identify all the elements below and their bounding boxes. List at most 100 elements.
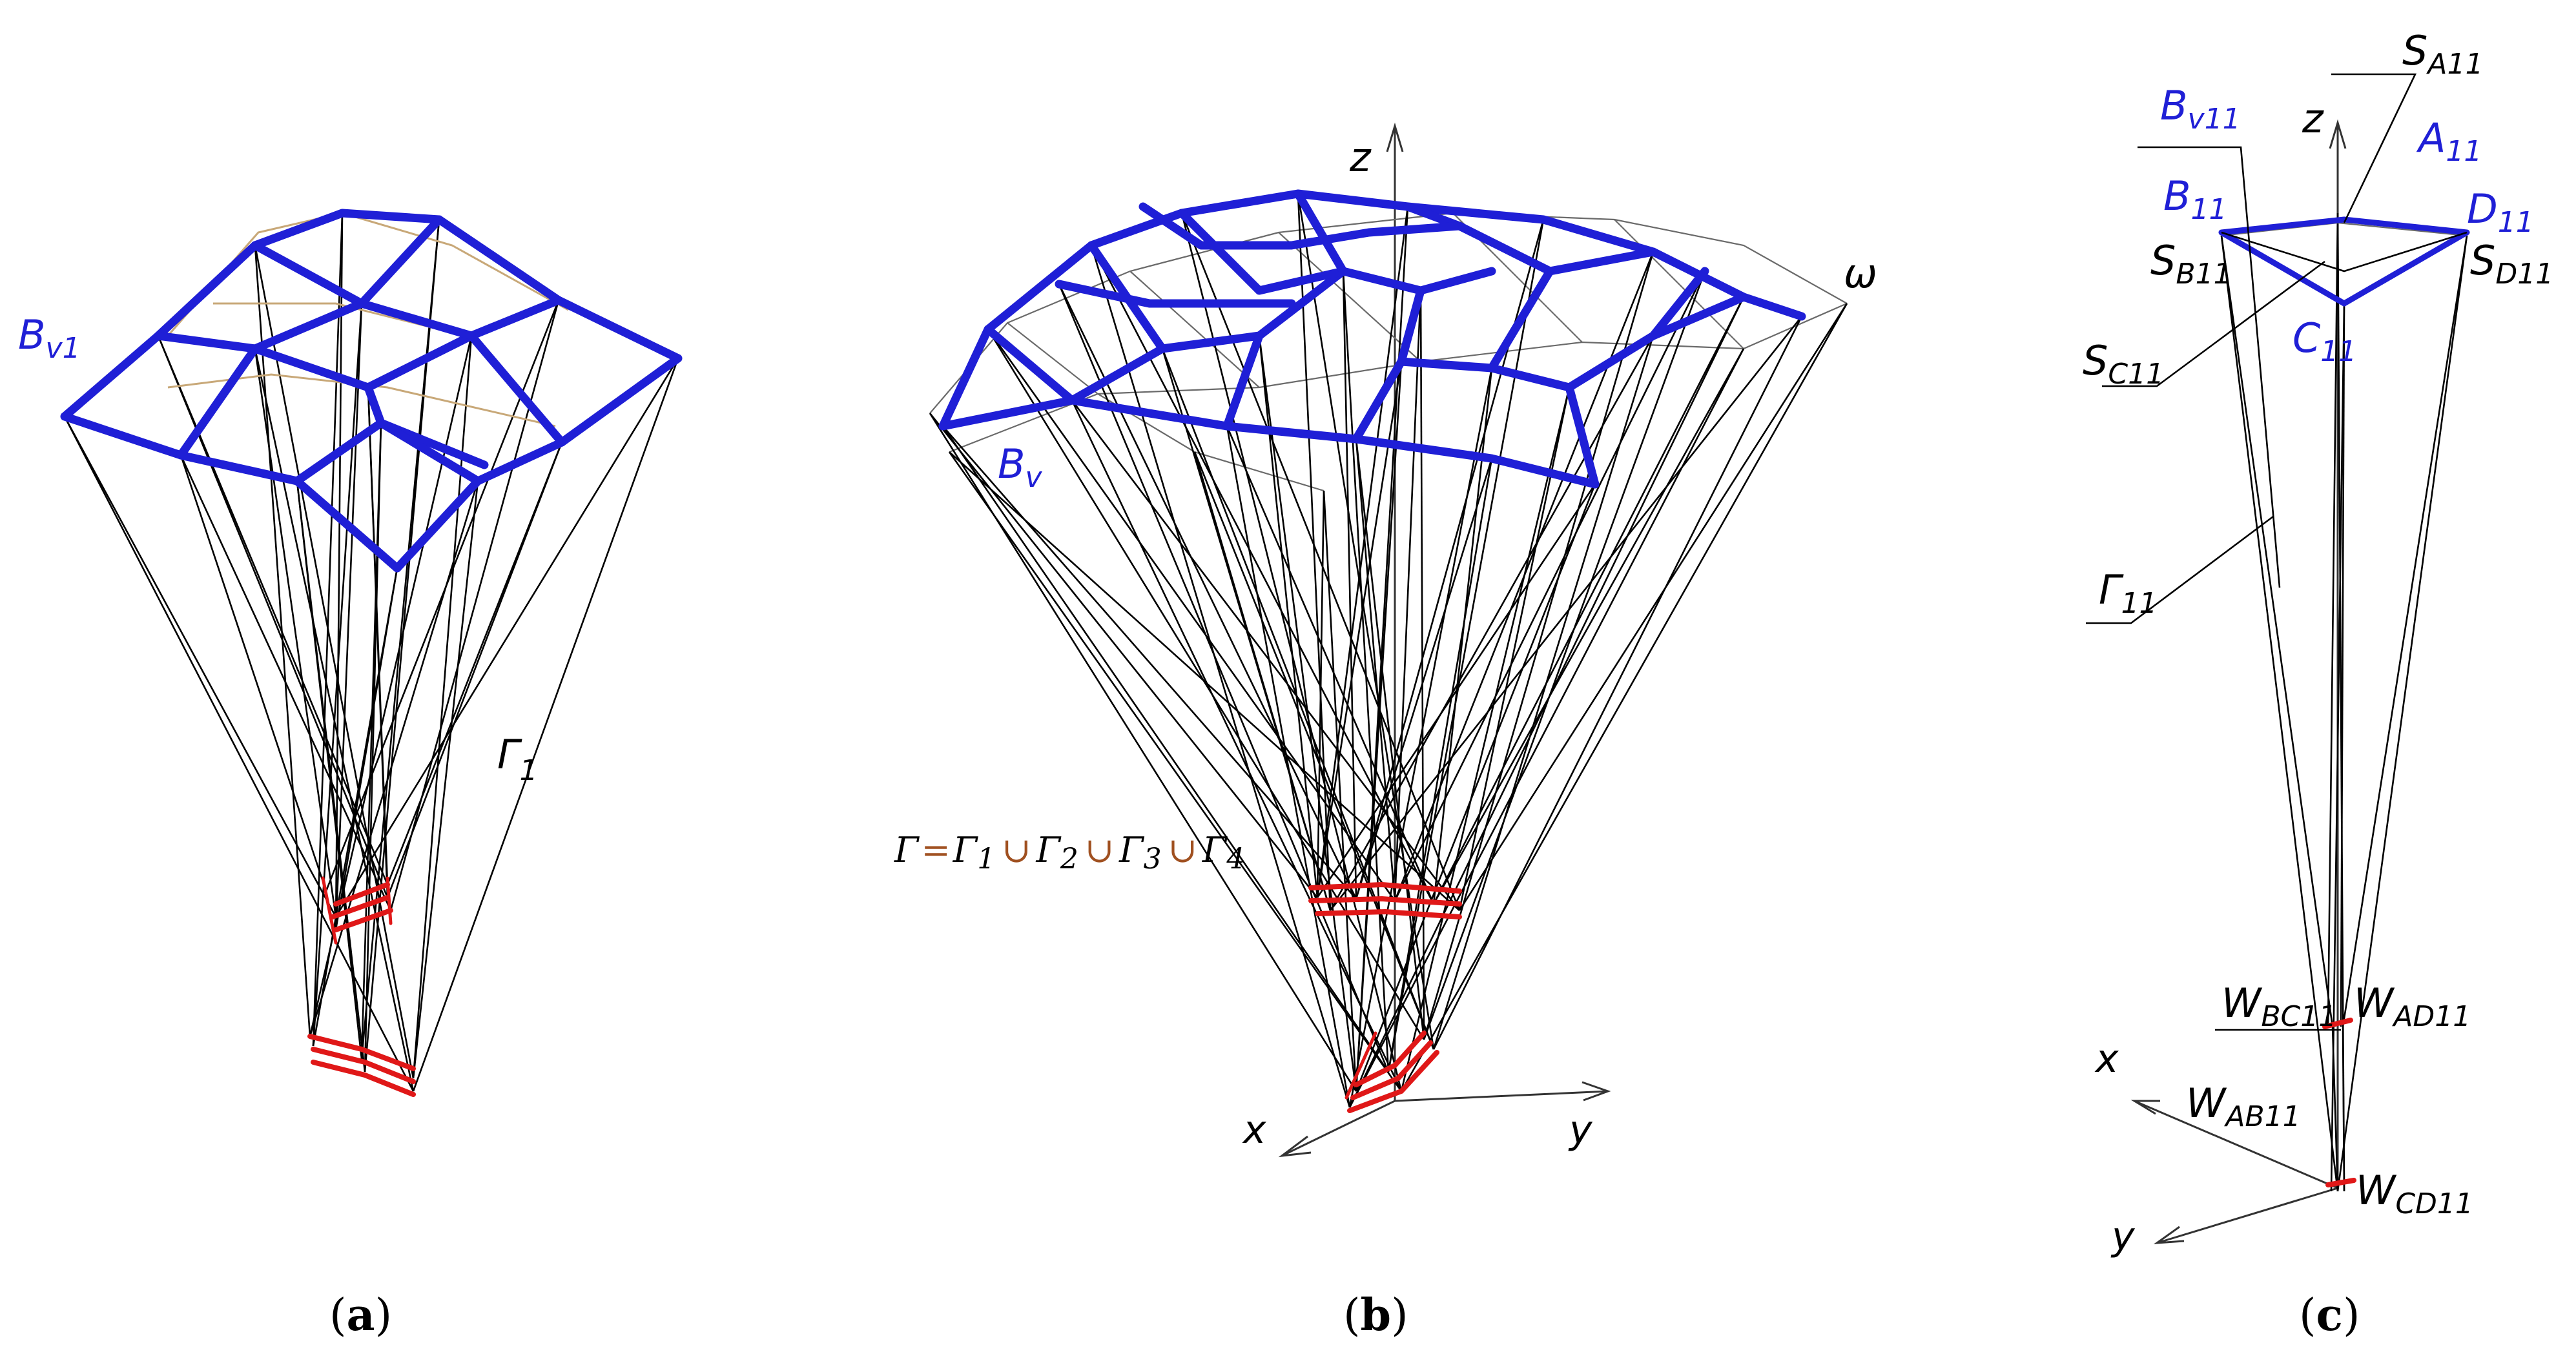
panel-b-suspension-lines: [929, 193, 1848, 1108]
panel-b-axis-y: y: [1568, 1107, 1593, 1153]
panel-b-axis-x: x: [1242, 1107, 1266, 1153]
panel-c-label-wbc11: WBC11: [2221, 980, 2336, 1033]
panel-c-axis-x: x: [2094, 1036, 2119, 1082]
suspension-line: [296, 480, 366, 1072]
suspension-line: [1458, 303, 1848, 911]
suspension-line: [1400, 303, 1848, 1092]
suspension-line: [1058, 283, 1390, 1072]
suspension-line: [1058, 283, 1357, 899]
suspension-line: [942, 426, 1390, 1072]
panel-a-canopy: [60, 209, 683, 573]
panel-c-label-sc11: SC11: [2083, 337, 2164, 391]
suspension-line: [1394, 290, 1422, 901]
svg-text:Γ=Γ1∪Γ2∪Γ3∪Γ4: Γ=Γ1∪Γ2∪Γ3∪Γ4: [894, 830, 1244, 876]
panel-c-label-gamma11: Γ11: [2099, 566, 2158, 620]
suspension-line: [948, 451, 1403, 1092]
panel-c-harness: [2322, 1018, 2356, 1187]
suspension-line: [1316, 206, 1409, 898]
panel-c-label-wad11: WAD11: [2354, 980, 2471, 1033]
suspension-line: [412, 480, 479, 1079]
panel-b-caption: (b): [1343, 1289, 1408, 1341]
panel-c-label-a11: A11: [2416, 114, 2482, 168]
panel-c-axis-z: z: [2302, 95, 2324, 142]
panel-b-canopy: [938, 189, 1806, 489]
suspension-line: [1423, 271, 1706, 1040]
suspension-line: [1355, 484, 1596, 1092]
suspension-line: [412, 358, 679, 1092]
suspension-line: [929, 413, 1319, 898]
suspension-line: [942, 426, 1357, 899]
panel-c-label-sd11: SD11: [2470, 237, 2553, 291]
suspension-line: [987, 329, 1396, 901]
suspension-line: [386, 442, 563, 885]
suspension-line: [1342, 271, 1357, 899]
panel-c-label-sb11: SB11: [2150, 237, 2232, 291]
panel-b-label-omega: ω: [1844, 250, 1877, 297]
suspension-line: [1193, 451, 1435, 1050]
panel-a-label-bv1: Bv1: [18, 311, 81, 365]
suspension-line: [63, 416, 337, 918]
suspension-line: [987, 329, 1425, 1040]
panel-b-formula: Γ=Γ1∪Γ2∪Γ3∪Γ4: [894, 830, 1244, 876]
panel-a-caption: (a): [329, 1289, 392, 1341]
panel-c: SA11 z Bv11 A11 B11 D11 SB11 SD11 C11 SC…: [2083, 27, 2553, 1341]
panel-c-label-c11: C11: [2293, 314, 2356, 368]
suspension-line: [254, 245, 311, 1037]
suspension-line: [1329, 316, 1803, 911]
suspension-line: [389, 300, 560, 911]
suspension-line: [335, 303, 363, 930]
suspension-line: [335, 568, 398, 930]
panel-a: Bv1 Γ1 (a): [18, 209, 683, 1341]
suspension-line: [1423, 251, 1654, 1040]
suspension-line: [1348, 367, 1493, 1108]
suspension-line: [1348, 348, 1745, 1108]
suspension-line: [1297, 193, 1435, 1050]
panel-c-label-wab11: WAB11: [2186, 1080, 2301, 1133]
suspension-line: [1387, 458, 1493, 1072]
suspension-line: [335, 212, 344, 930]
suspension-line: [1258, 335, 1357, 1092]
panel-b: z x y ω Bv Γ=Γ1∪Γ2∪Γ3∪Γ4 (b): [894, 122, 1877, 1341]
suspension-line: [1193, 451, 1332, 911]
panel-a-suspension-lines: [63, 212, 679, 1092]
panel-c-axis-y: y: [2110, 1214, 2136, 1259]
panel-c-label-sa11: SA11: [2402, 27, 2483, 81]
panel-c-label-d11: D11: [2467, 185, 2534, 239]
suspension-line: [1161, 348, 1435, 1050]
suspension-line: [1432, 335, 1654, 1050]
suspension-line: [1071, 400, 1461, 911]
suspension-line: [180, 455, 327, 892]
panel-c-canopy: [2218, 216, 2470, 307]
suspension-line: [335, 358, 679, 918]
panel-c-caption: (c): [2299, 1289, 2360, 1341]
panel-c-label-b11: B11: [2163, 172, 2227, 226]
suspension-line: [1071, 400, 1403, 1092]
suspension-line: [63, 416, 415, 1092]
suspension-line: [364, 422, 382, 1072]
suspension-line: [1329, 335, 1654, 911]
panel-c-label-bv11: Bv11: [2160, 82, 2241, 136]
suspension-line: [254, 245, 415, 1079]
suspension-line: [367, 387, 389, 885]
suspension-line: [1342, 271, 1390, 1072]
suspension-line: [254, 348, 415, 1092]
suspension-line: [1400, 387, 1571, 1092]
suspension-line: [1432, 296, 1745, 905]
suspension-line: [1090, 245, 1351, 1108]
suspension-line: [309, 480, 479, 1037]
panel-c-axes: [2130, 119, 2347, 1244]
suspension-line: [1226, 426, 1351, 1108]
suspension-line: [1316, 490, 1325, 898]
panel-a-label-gamma1: Γ1: [497, 731, 538, 787]
suspension-line: [1355, 361, 1403, 1092]
suspension-line: [180, 455, 392, 911]
suspension-line: [1180, 212, 1461, 911]
suspension-line: [1387, 219, 1545, 1072]
panel-c-label-wcd11: WCD11: [2356, 1167, 2473, 1220]
suspension-line: [1297, 193, 1332, 911]
panel-c-leaders: [2086, 73, 2417, 1031]
panel-b-label-bv: Bv: [998, 440, 1043, 494]
suspension-line: [1323, 490, 1357, 1092]
suspension-line: [1394, 271, 1706, 901]
